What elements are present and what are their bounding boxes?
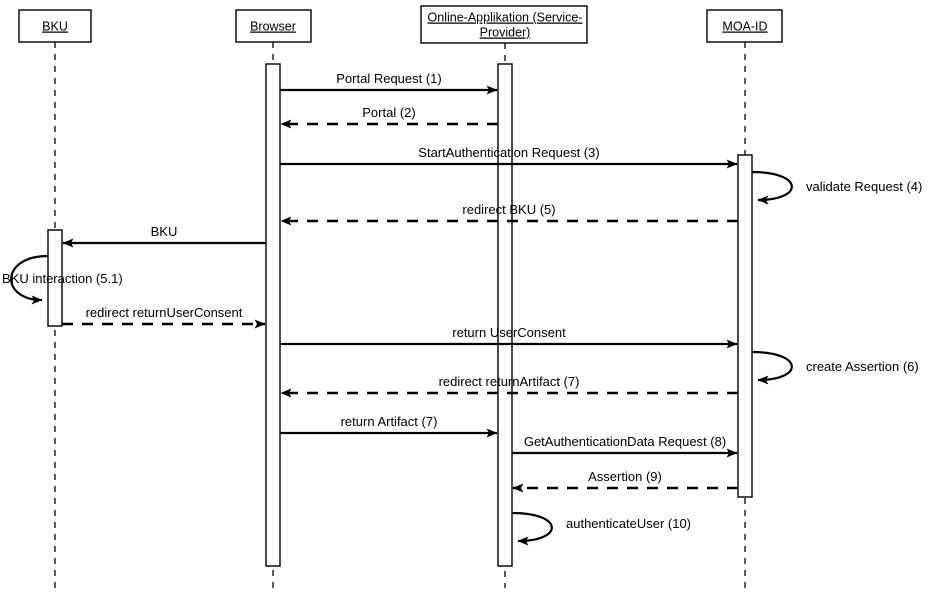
- message-m8[interactable]: redirect returnUserConsent: [62, 305, 266, 329]
- message-label-m1: Portal Request (1): [336, 71, 442, 86]
- message-m7[interactable]: BKU interaction (5.1): [2, 254, 123, 305]
- activation-bar-browser-0: [265, 63, 281, 567]
- lifeline-heads-layer: BKU Browser Online-Applikation (Service-Pr…: [18, 5, 783, 44]
- message-m15[interactable]: authenticateUser (10): [511, 511, 691, 546]
- message-m2[interactable]: Portal (2): [280, 105, 498, 129]
- lifeline-head-oa[interactable]: [420, 5, 588, 44]
- message-m11[interactable]: redirect returnArtifact (7): [280, 374, 738, 398]
- messages-layer: Portal Request (1) Portal (2) StartAuthent…: [2, 71, 922, 546]
- activation-bar-bku-0: [47, 229, 63, 327]
- lifeline-head-bku[interactable]: [18, 9, 92, 43]
- message-m3[interactable]: StartAuthentication Request (3): [280, 145, 738, 169]
- activation-bar-moaid-0: [737, 154, 753, 498]
- message-m10[interactable]: create Assertion (6): [751, 350, 919, 385]
- message-label-m10: create Assertion (6): [806, 359, 919, 374]
- message-label-m5: redirect BKU (5): [462, 202, 555, 217]
- message-label-m3: StartAuthentication Request (3): [418, 145, 599, 160]
- message-m12[interactable]: return Artifact (7): [280, 414, 498, 438]
- message-m13[interactable]: GetAuthenticationData Request (8): [512, 434, 738, 458]
- message-label-m6: BKU: [151, 224, 178, 239]
- message-m4[interactable]: validate Request (4): [751, 170, 922, 205]
- message-label-m8: redirect returnUserConsent: [86, 305, 243, 320]
- lifeline-label-browser: Browser: [250, 20, 296, 34]
- message-m5[interactable]: redirect BKU (5): [280, 202, 738, 226]
- message-m6[interactable]: BKU: [62, 224, 266, 248]
- self-message-arrow-m7: [10, 254, 49, 305]
- lifeline-label-moaid: MOA-ID: [722, 20, 767, 34]
- message-label-m2: Portal (2): [362, 105, 415, 120]
- lifeline-head-moaid[interactable]: [706, 9, 783, 43]
- lifeline-head-browser[interactable]: [235, 9, 312, 43]
- message-label-m4: validate Request (4): [806, 179, 922, 194]
- message-m9[interactable]: return UserConsent: [280, 325, 738, 349]
- self-message-arrow-m15: [511, 511, 553, 546]
- message-label-m13: GetAuthenticationData Request (8): [524, 434, 726, 449]
- lifeline-label-bku: BKU: [42, 20, 68, 34]
- self-message-arrow-m4: [751, 170, 793, 205]
- message-label-m7: BKU interaction (5.1): [2, 271, 123, 286]
- message-label-m11: redirect returnArtifact (7): [439, 374, 580, 389]
- activations-layer: [47, 63, 753, 567]
- message-m14[interactable]: Assertion (9): [512, 469, 738, 493]
- message-label-m15: authenticateUser (10): [566, 516, 691, 531]
- message-label-m14: Assertion (9): [588, 469, 662, 484]
- lifeline-label-oa: Online-Applikation (Service-: [428, 11, 583, 25]
- message-label-m12: return Artifact (7): [341, 414, 438, 429]
- self-message-arrow-m10: [751, 350, 793, 385]
- activation-bar-oa-0: [497, 63, 513, 567]
- message-m1[interactable]: Portal Request (1): [280, 71, 498, 95]
- lifeline-label-oa: Provider): [480, 26, 531, 40]
- message-label-m9: return UserConsent: [452, 325, 566, 340]
